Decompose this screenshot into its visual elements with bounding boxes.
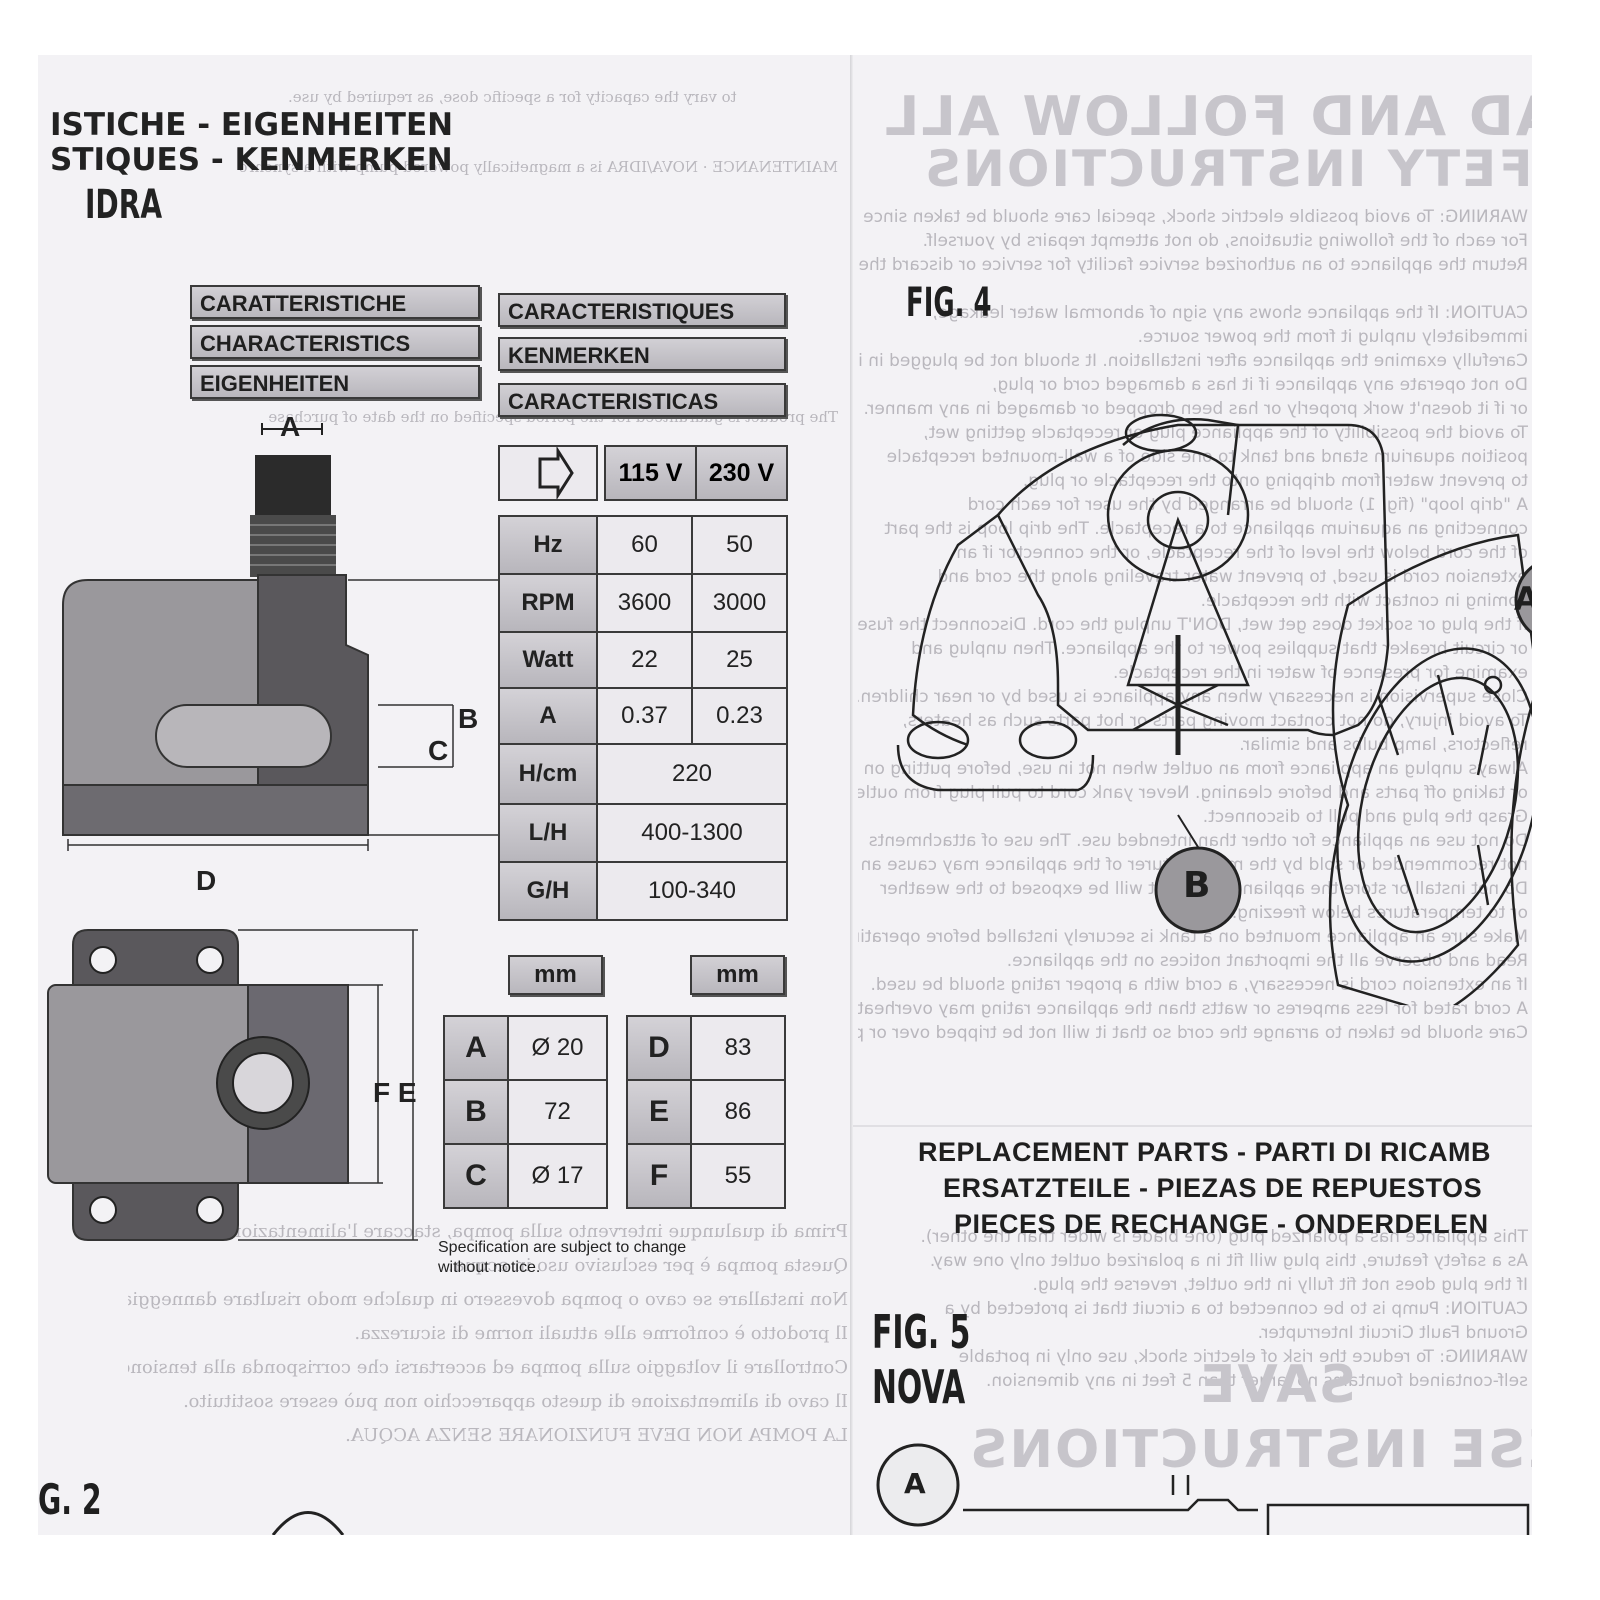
fig-4-exploded-pump-drawing: [896, 413, 1532, 1005]
fig-4-label: FIG. 4: [906, 280, 992, 326]
dim-row: E 86: [626, 1079, 786, 1145]
spec-row: Watt 22 25: [498, 631, 788, 689]
dim-label-fe: F E: [373, 1077, 417, 1108]
spec-value: 220: [596, 743, 788, 805]
spec-value-230: 0.23: [691, 687, 788, 745]
model-name: IDRA: [85, 182, 163, 228]
replacement-parts-line3: PIECES DE RECHANGE - ONDERDELEN: [954, 1209, 1489, 1239]
dim-label: F: [626, 1143, 692, 1209]
fig-4-callout-a: A: [1514, 580, 1532, 618]
dim-label-a: A: [280, 411, 301, 442]
dim-label: B: [443, 1079, 509, 1145]
fig-5-drawing-partial: [876, 1443, 1530, 1535]
fig-2-label: G. 2: [38, 1475, 102, 1524]
spec-value-115: 3600: [596, 573, 693, 633]
dim-label: C: [443, 1143, 509, 1209]
dim-value: Ø 17: [507, 1143, 608, 1209]
section-header-line2: STIQUES - KENMERKEN: [50, 142, 453, 178]
dim-row: D 83: [626, 1015, 786, 1081]
spec-label: Watt: [498, 631, 598, 689]
spec-label: RPM: [498, 573, 598, 633]
dim-label-d: D: [196, 865, 217, 896]
fig-4-callout-b: B: [1183, 865, 1211, 906]
dim-row: C Ø 17: [443, 1143, 608, 1209]
fig-2-callout-circle: [271, 1511, 345, 1535]
spec-row: A 0.37 0.23: [498, 687, 788, 745]
dim-value: 72: [507, 1079, 608, 1145]
dim-row: F 55: [626, 1143, 786, 1209]
spec-row: L/H 400-1300: [498, 803, 788, 863]
spec-value-115: 22: [596, 631, 693, 689]
char-label: CARACTERISTIQUES: [498, 293, 786, 327]
spec-label: L/H: [498, 803, 598, 863]
dim-label: D: [626, 1015, 692, 1081]
char-label: CARACTERISTICAS: [498, 383, 786, 417]
bleed-through-heading: READ AND FOLLOW ALL: [883, 85, 1532, 148]
fig-5-callout-a: A: [904, 1467, 926, 1500]
spec-value-115: 0.37: [596, 687, 693, 745]
instruction-sheet: to vary the capacity for a specific dose…: [38, 55, 1532, 1535]
replacement-parts-line1: REPLACEMENT PARTS - PARTI DI RICAMB: [918, 1137, 1491, 1167]
spec-value-230: 3000: [691, 573, 788, 633]
fig-5-label: FIG. 5: [872, 1305, 971, 1359]
dim-value: Ø 20: [507, 1015, 608, 1081]
dim-value: 83: [690, 1015, 786, 1081]
char-label: KENMERKEN: [498, 337, 786, 371]
unit-label: mm: [690, 955, 785, 995]
pump-top-diagram: [47, 929, 418, 1241]
spec-table: Hz 60 50 RPM 3600 3000 Watt 22 25 A 0.37…: [498, 515, 788, 921]
spec-row: G/H 100-340: [498, 861, 788, 921]
dimension-table-right: D 83 E 86 F 55: [626, 1015, 786, 1209]
spec-value-230: 25: [691, 631, 788, 689]
dimension-table-left: A Ø 20 B 72 C Ø 17: [443, 1015, 608, 1209]
spec-value: 100-340: [596, 861, 788, 921]
dim-label-b: B: [458, 703, 479, 734]
spec-note-line1: Specification are subject to change: [438, 1239, 687, 1256]
dim-value: 55: [690, 1143, 786, 1209]
fig-5-model: NOVA: [872, 1360, 966, 1414]
dim-label: E: [626, 1079, 692, 1145]
spec-value-115: 60: [596, 515, 693, 575]
bleed-through-heading: SAFETY INSTRUCTIONS: [923, 140, 1532, 198]
spec-label: A: [498, 687, 598, 745]
spec-label: H/cm: [498, 743, 598, 805]
dim-label-c: C: [428, 735, 449, 766]
char-label: CARATTERISTICHE: [190, 285, 480, 319]
replacement-parts-line2: ERSATZTEILE - PIEZAS DE REPUESTOS: [943, 1173, 1483, 1203]
spec-row: Hz 60 50: [498, 515, 788, 575]
spec-row: RPM 3600 3000: [498, 573, 788, 633]
dim-row: B 72: [443, 1079, 608, 1145]
voltage-230: 230 V: [708, 459, 775, 487]
dim-value: 86: [690, 1079, 786, 1145]
arrow-cell: [498, 445, 598, 501]
page-fold: [853, 1125, 1532, 1127]
char-label: EIGENHEITEN: [190, 365, 480, 399]
dim-label: A: [443, 1015, 509, 1081]
spec-label: G/H: [498, 861, 598, 921]
unit-label: mm: [508, 955, 603, 995]
voltage-header: 115 V 230 V: [604, 445, 788, 501]
spec-value-230: 50: [691, 515, 788, 575]
section-header-line1: ISTICHE - EIGENHEITEN: [50, 107, 454, 143]
dim-row: A Ø 20: [443, 1015, 608, 1081]
spec-value: 400-1300: [596, 803, 788, 863]
char-label: CHARACTERISTICS: [190, 325, 480, 359]
voltage-115: 115 V: [606, 447, 697, 499]
spec-label: Hz: [498, 515, 598, 575]
bleed-through-heading: SAVE: [1198, 1355, 1356, 1415]
pump-side-diagram: [62, 423, 498, 851]
spec-note-line2: without notice.: [438, 1259, 541, 1276]
spec-row: H/cm 220: [498, 743, 788, 805]
page-fold: [850, 55, 853, 1535]
